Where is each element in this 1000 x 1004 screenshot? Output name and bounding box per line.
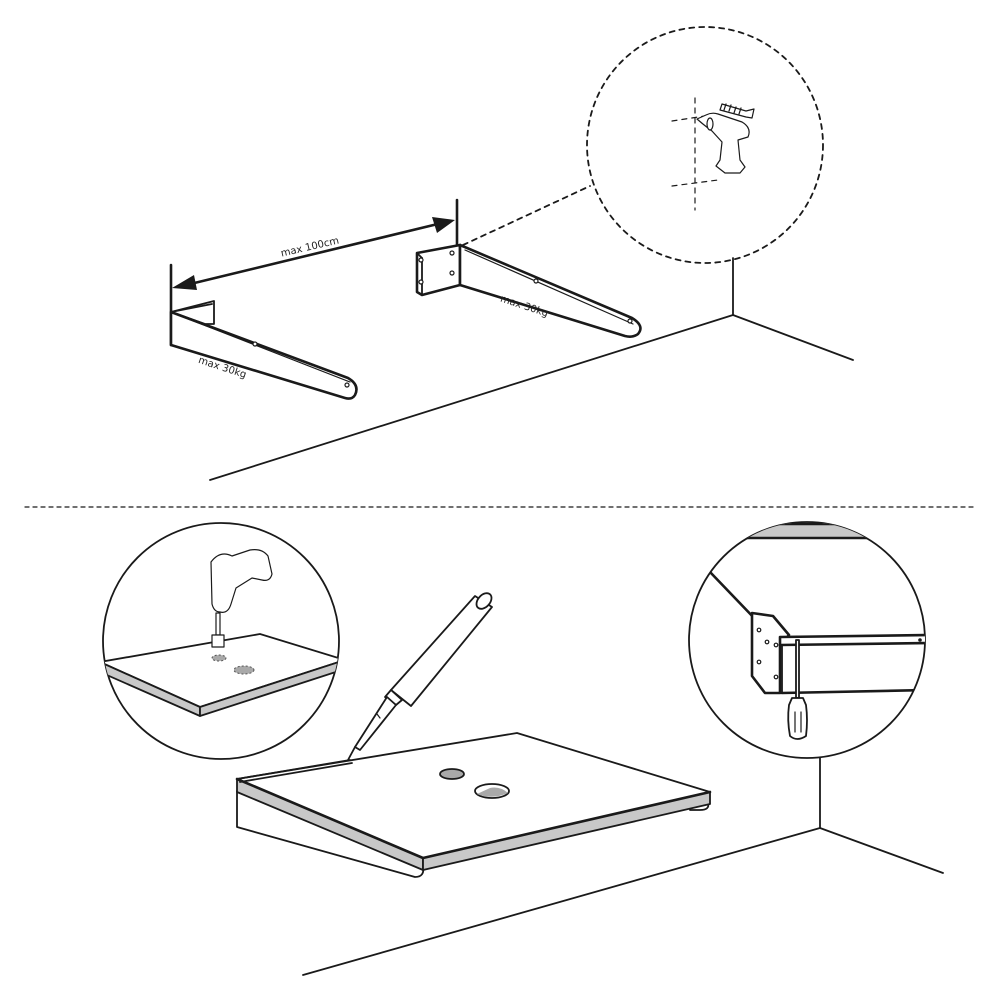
shelf-drill-callout — [102, 522, 340, 760]
shelf-board — [235, 732, 712, 878]
wall-drill-callout — [462, 26, 824, 264]
drill-icon — [696, 112, 750, 174]
right-bracket: max 30kg — [415, 243, 642, 338]
wall-plug-icon — [719, 103, 755, 119]
screwdriver-icon — [787, 639, 808, 740]
wall-floor-lines — [209, 257, 854, 481]
drill-icon — [210, 549, 273, 648]
bracket-screw-callout — [688, 521, 926, 759]
wall-floor-lines-2 — [302, 756, 944, 976]
left-bracket: max 30kg — [169, 300, 358, 400]
screwdriver-icon — [347, 592, 493, 761]
step-2-panel — [102, 521, 944, 976]
step-1-panel: max 100cm max 30kg max 30kg — [169, 26, 854, 481]
